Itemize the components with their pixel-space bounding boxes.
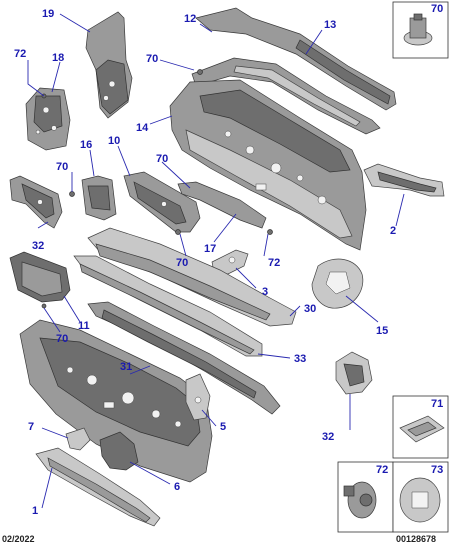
callout-3: 3: [262, 286, 268, 298]
part-19[interactable]: [85, 11, 133, 119]
part-10[interactable]: [123, 171, 201, 233]
callout-18: 18: [52, 52, 64, 64]
box-label-73: 73: [431, 464, 443, 476]
callout-2: 2: [390, 225, 396, 237]
part-33[interactable]: [73, 255, 263, 357]
callout-31: 31: [120, 361, 132, 373]
callout-30: 30: [304, 303, 316, 315]
callout-70: 70: [176, 257, 188, 269]
part-32-left[interactable]: [9, 175, 63, 229]
callout-1: 1: [32, 505, 38, 517]
part-2[interactable]: [363, 163, 445, 197]
callout-7: 7: [28, 421, 34, 433]
detail-box-72: [337, 461, 394, 533]
part-17[interactable]: [177, 181, 267, 229]
detail-box-70: [392, 1, 449, 59]
callout-72: 72: [268, 257, 280, 269]
callout-15: 15: [376, 325, 388, 337]
callout-19: 19: [42, 8, 54, 20]
callout-70: 70: [156, 153, 168, 165]
callout-labels: 19 12 13 70 72 18 14 16 10 70 70 2 17 72…: [14, 3, 443, 517]
part-bulkhead-lower[interactable]: [19, 319, 213, 483]
callout-32: 32: [322, 431, 334, 443]
callout-17: 17: [204, 243, 216, 255]
callout-12: 12: [184, 13, 196, 25]
footer-reference: 00128678: [396, 534, 436, 544]
part-18[interactable]: [25, 87, 71, 151]
callout-10: 10: [108, 135, 120, 147]
callout-70: 70: [56, 333, 68, 345]
footer-date: 02/2022: [2, 534, 35, 544]
part-13[interactable]: [191, 57, 381, 135]
callout-6: 6: [174, 481, 180, 493]
leader-lines: [27, 13, 405, 509]
detail-box-73: [392, 461, 449, 533]
part-31[interactable]: [87, 301, 281, 415]
callout-16: 16: [80, 139, 92, 151]
callout-32: 32: [32, 240, 44, 252]
part-16[interactable]: [81, 175, 117, 221]
callout-13: 13: [324, 19, 336, 31]
detail-box-71: [392, 395, 449, 459]
callout-14: 14: [136, 122, 149, 134]
part-30[interactable]: [87, 227, 297, 327]
box-label-71: 71: [431, 398, 443, 410]
part-1[interactable]: [35, 447, 161, 527]
callout-5: 5: [220, 421, 226, 433]
callout-70: 70: [146, 53, 158, 65]
part-6[interactable]: [99, 431, 139, 471]
callout-11: 11: [78, 320, 90, 332]
part-5[interactable]: [185, 373, 211, 421]
callout-72: 72: [14, 48, 26, 60]
part-7[interactable]: [65, 427, 91, 451]
callout-33: 33: [294, 353, 306, 365]
box-label-70: 70: [431, 3, 443, 15]
box-label-72: 72: [376, 464, 388, 476]
part-32-right[interactable]: [335, 351, 373, 395]
callout-70: 70: [56, 161, 68, 173]
part-15[interactable]: [311, 258, 364, 309]
part-12[interactable]: [195, 7, 397, 111]
part-11[interactable]: [9, 251, 71, 303]
part-14[interactable]: [169, 79, 367, 251]
